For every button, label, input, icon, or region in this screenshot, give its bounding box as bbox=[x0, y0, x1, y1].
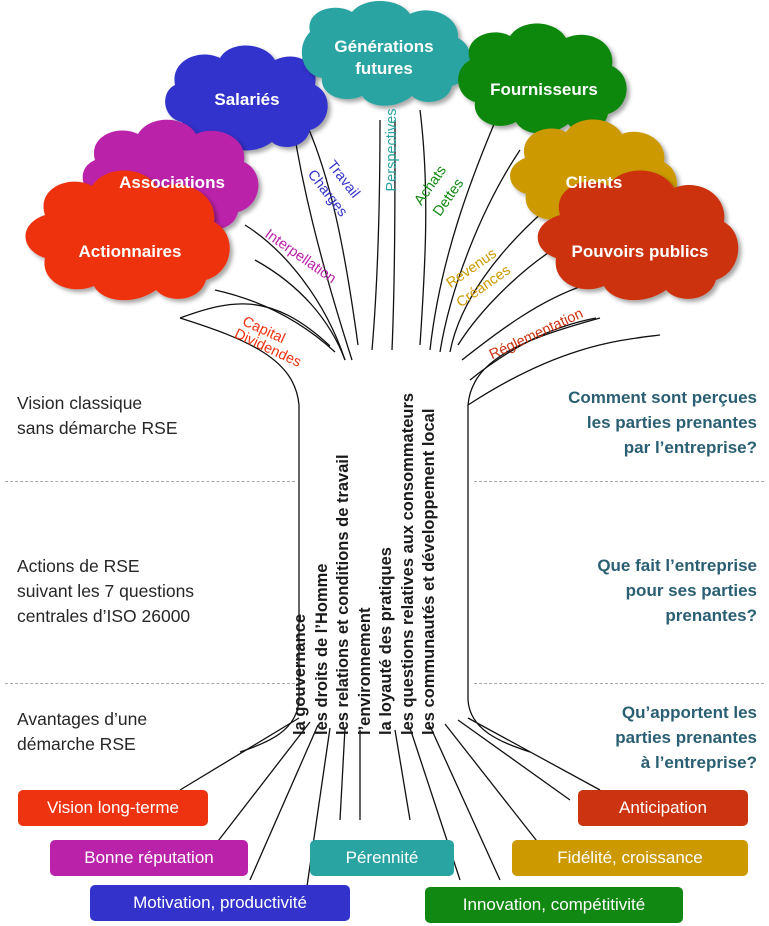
cloud-pouvoirs bbox=[537, 170, 739, 301]
benefit-anticipation: Anticipation bbox=[578, 790, 748, 826]
core-question-fair-practices: la loyauté des pratiques bbox=[377, 547, 395, 735]
associations-label: Associations bbox=[119, 173, 225, 192]
core-question-human-rights: les droits de l’Homme bbox=[312, 563, 331, 735]
benefit-perennity: Pérennité bbox=[310, 840, 454, 876]
left-section-benefits-line2: démarche RSE bbox=[17, 734, 136, 754]
right-question-actions-line2: pour ses parties bbox=[625, 581, 757, 600]
benefit-motivation-productivity: Motivation, productivité bbox=[90, 885, 350, 921]
core-question-labour: les relations et conditions de travail bbox=[334, 454, 352, 735]
right-question-benefits-line3: à l’entreprise? bbox=[640, 753, 757, 772]
iso26000-core-questions: la gouvernance les droits de l’Homme les… bbox=[290, 375, 462, 735]
right-question-perception-line1: Comment sont perçues bbox=[568, 388, 757, 407]
benefit-loyalty-growth: Fidélité, croissance bbox=[512, 840, 748, 876]
right-question-benefits: Qu’apportent les parties prenantes à l’e… bbox=[615, 700, 757, 775]
left-section-classic-line2: sans démarche RSE bbox=[17, 418, 178, 438]
generations-label-line1: Générations bbox=[334, 37, 433, 56]
cloud-generations bbox=[301, 0, 471, 106]
divider-left-2 bbox=[5, 683, 295, 684]
divider-right-2 bbox=[474, 683, 764, 684]
benefit-good-reputation: Bonne réputation bbox=[50, 840, 248, 876]
core-question-community: les communautés et développement local bbox=[420, 408, 438, 735]
right-question-actions-line3: prenantes? bbox=[665, 606, 757, 625]
core-question-consumers: les questions relatives aux consommateur… bbox=[398, 392, 417, 735]
clients-label: Clients bbox=[566, 173, 623, 192]
right-question-perception-line2: les parties prenantes bbox=[586, 413, 757, 432]
cloud-actionnaires bbox=[25, 170, 230, 301]
cloud-salaries bbox=[165, 45, 328, 151]
left-section-benefits-line1: Avantages d’une bbox=[17, 709, 148, 729]
fournisseurs-label: Fournisseurs bbox=[490, 80, 598, 99]
left-section-classic-line1: Vision classique bbox=[17, 393, 143, 413]
tree-trunk bbox=[179, 104, 661, 901]
benefit-vision-long-term: Vision long-terme bbox=[18, 790, 208, 826]
pouvoirs-label: Pouvoirs publics bbox=[572, 242, 709, 261]
left-section-actions-line3: centrales d’ISO 26000 bbox=[17, 606, 191, 626]
left-section-classic: Vision classique sans démarche RSE bbox=[17, 391, 178, 441]
right-question-benefits-line1: Qu’apportent les bbox=[621, 703, 757, 722]
flow-reglementation: Réglementation bbox=[487, 306, 586, 363]
flow-interpellation: Interpellation bbox=[262, 226, 339, 287]
right-question-perception-line3: par l’entreprise? bbox=[623, 438, 757, 457]
divider-left-1 bbox=[5, 481, 295, 482]
salaries-label: Salariés bbox=[214, 90, 279, 109]
left-section-actions-line1: Actions de RSE bbox=[17, 556, 140, 576]
actionnaires-label: Actionnaires bbox=[79, 242, 182, 261]
benefit-innovation-competitiveness: Innovation, compétitivité bbox=[425, 887, 683, 923]
core-question-environment: l’environnement bbox=[355, 607, 374, 735]
left-section-actions: Actions de RSE suivant les 7 questions c… bbox=[17, 554, 194, 629]
cloud-fournisseurs bbox=[458, 23, 627, 134]
flow-perspectives: Perspectives bbox=[384, 108, 400, 191]
right-question-actions: Que fait l’entreprise pour ses parties p… bbox=[597, 553, 757, 628]
right-question-benefits-line2: parties prenantes bbox=[615, 728, 757, 747]
core-question-governance: la gouvernance bbox=[291, 613, 309, 735]
left-section-actions-line2: suivant les 7 questions bbox=[17, 581, 195, 601]
right-question-actions-line1: Que fait l’entreprise bbox=[597, 556, 757, 575]
divider-right-1 bbox=[474, 481, 764, 482]
right-question-perception: Comment sont perçues les parties prenant… bbox=[568, 385, 757, 460]
left-section-benefits: Avantages d’une démarche RSE bbox=[17, 707, 147, 757]
generations-label-line2: futures bbox=[355, 59, 413, 78]
